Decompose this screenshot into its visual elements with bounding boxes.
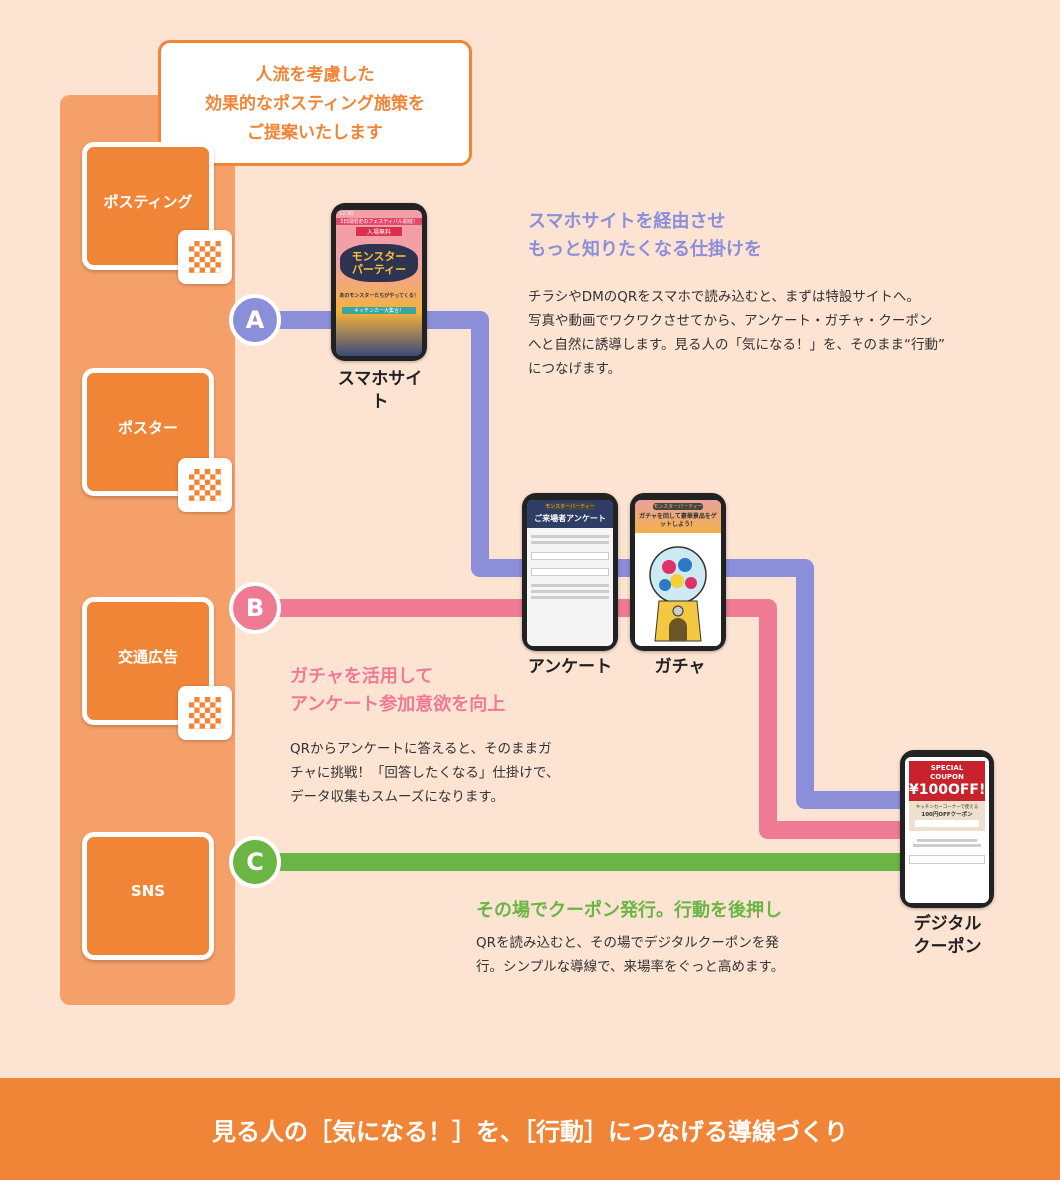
route-letter: B [245,594,265,622]
coupon-label: クーポン [913,937,982,957]
coupon-name: 100円OFFクーポン [921,812,973,818]
site-title: パーティー [351,263,407,276]
site-title: モンスター [351,250,407,263]
site-free-entry: 入場無料 [356,227,402,236]
section-a-title: もっと知りたくなる仕掛けを [528,239,762,260]
section-a-body: へと自然に誘導します。見る人の「気になる！」を、そのまま“行動” [528,337,945,353]
callout-box: 人流を考慮した 効果的なポスティング施策を ご提案いたします [158,40,472,166]
qr-code-icon [178,458,232,512]
survey-logo: モンスターパーティー [545,503,595,510]
site-banner: 3日間限定のフェスティバル開催！ [336,218,422,225]
callout-line: 人流を考慮した [255,65,375,85]
route-b-line [255,599,905,839]
section-a-body: 写真や動画でワクワクさせてから、アンケート・ガチャ・クーポン [528,313,933,329]
coupon-special: SPECIAL COUPON [930,764,964,781]
survey-title: ご来場者アンケート [534,514,606,523]
section-b-title: アンケート参加意欲を向上 [290,694,506,715]
route-a-badge: A [229,294,281,346]
media-label: SNS [130,882,166,900]
section-b-body: QRからアンケートに答えると、そのままガ [290,741,552,757]
gacha-phone: モンスターパーティー ガチャを回して豪華景品をゲットしよう！ [630,493,726,651]
qr-code-icon [178,230,232,284]
callout-line: ご提案いたします [247,123,383,143]
section-c-body: 行。シンプルな導線で、来場率をぐっと高めます。 [476,959,785,975]
coupon-phone: SPECIAL COUPON ¥100OFF!! キッチンカーコーナーで使える … [900,750,994,908]
qr-code-icon [178,686,232,740]
smartsite-phone: 12:30 3日間限定のフェスティバル開催！ 入場無料 モンスター パーティー … [331,203,427,361]
smartsite-label: スマホサイト [337,369,423,412]
route-letter: C [246,848,264,876]
callout-line: 効果的なポスティング施策を [205,94,425,114]
gacha-logo: モンスターパーティー [653,503,703,510]
media-card-sns: SNS [82,832,214,960]
phone-time: 12:30 [339,211,354,217]
gacha-label: ガチャ [654,657,706,677]
route-c-badge: C [229,836,281,888]
section-c-body: QRを読み込むと、その場でデジタルクーポンを発 [476,935,779,951]
survey-phone: モンスターパーティー ご来場者アンケート [522,493,618,651]
site-cta: キッチンカー大集合！ [342,307,416,314]
coupon-label: デジタル [913,914,982,934]
media-label: ポスター [117,418,178,437]
section-b-body: チャに挑戦！「回答したくなる」仕掛けで、 [290,765,560,781]
survey-label: アンケート [527,657,613,677]
media-label: 交通広告 [117,647,178,666]
gacha-machine-icon [649,546,707,642]
media-label: ポスティング [103,192,193,211]
gacha-title: ガチャを回して豪華景品をゲットしよう！ [639,513,717,528]
section-a-body: チラシやDMのQRをスマホで読み込むと、まずは特設サイトへ。 [528,289,920,305]
route-letter: A [245,306,265,334]
section-a-title: スマホサイトを経由させ [528,211,726,232]
section-a-body: につなげます。 [528,361,622,377]
section-b-body: データ収集もスムーズになります。 [290,789,504,805]
footer-banner: 見る人の［気になる！］を、［行動］につなげる導線づくり [0,1078,1060,1180]
site-subtitle: あのモンスターたちがやってくる！ [339,293,419,299]
footer-text: 見る人の［気になる！］を、［行動］につなげる導線づくり [212,1117,848,1146]
section-c-title: その場でクーポン発行。行動を後押し [476,900,782,921]
route-b-badge: B [229,582,281,634]
coupon-amount: ¥100OFF!! [909,782,989,798]
coupon-desc: キッチンカーコーナーで使える [915,805,979,810]
section-b-title: ガチャを活用して [290,666,434,687]
